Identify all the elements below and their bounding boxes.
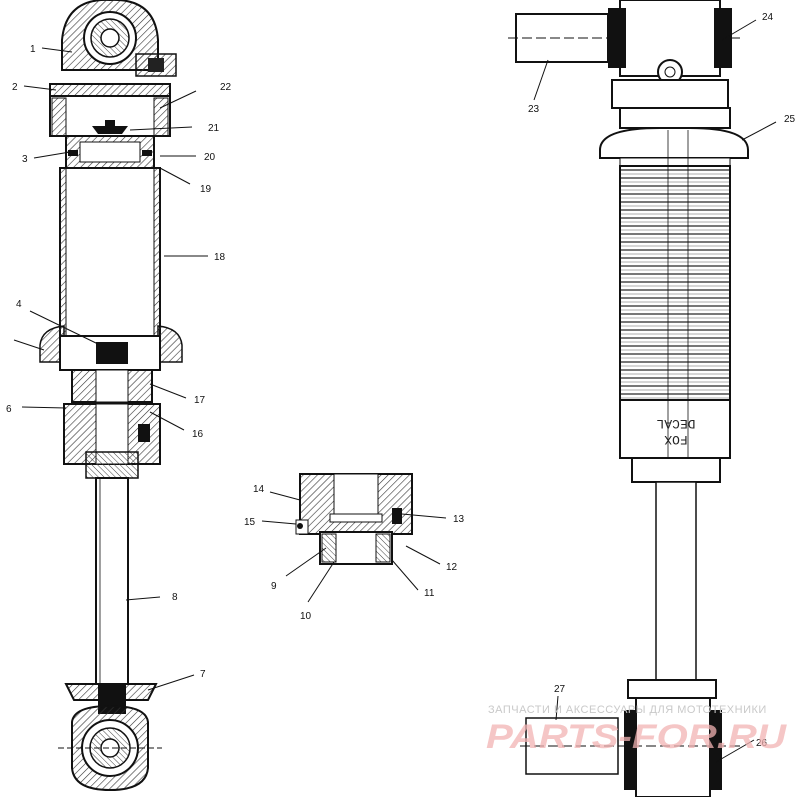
- external-shock-view: FOX DECAL: [508, 0, 749, 797]
- callout-17: 17: [194, 395, 206, 406]
- callout-12: 12: [446, 562, 458, 573]
- callout-23: 23: [528, 104, 540, 115]
- callout-8: 8: [172, 592, 178, 603]
- callout-21: 21: [208, 123, 220, 134]
- callout-22: 22: [220, 82, 232, 93]
- callout-3: 3: [22, 154, 28, 165]
- callout-15: 15: [244, 517, 256, 528]
- top-eyelet: [61, 0, 177, 77]
- callout-10: 10: [300, 611, 312, 622]
- callout-1: 1: [30, 44, 36, 55]
- decal-line-2: DECAL: [656, 416, 695, 431]
- callout-9: 9: [271, 581, 277, 592]
- spring-seat: [39, 325, 183, 403]
- bottom-eyelet: [58, 704, 162, 792]
- callout-4: 4: [16, 299, 22, 310]
- watermark: ЗАПЧАСТИ И АКСЕССУАРЫ ДЛЯ МОТОТЕХНИКИ PA…: [486, 704, 788, 756]
- callout-16: 16: [192, 429, 204, 440]
- decal-line-1: FOX: [664, 432, 688, 447]
- reservoir-cap: [49, 83, 171, 137]
- callout-20: 20: [204, 152, 216, 163]
- watermark-brand: PARTS-FOR.RU: [486, 718, 788, 756]
- callout-14: 14: [253, 484, 265, 495]
- damper-shaft: [95, 477, 129, 685]
- callout-19: 19: [200, 184, 212, 195]
- callout-2: 2: [12, 82, 18, 93]
- callout-24: 24: [762, 12, 774, 23]
- callout-26: 26: [756, 738, 768, 749]
- seal-head: [63, 403, 161, 479]
- callout-25: 25: [784, 114, 796, 125]
- floating-piston: [65, 135, 155, 169]
- seal-head-detail: [295, 473, 413, 565]
- callout-7: 7: [200, 669, 206, 680]
- callout-labels: 1 2 3 4 6 7 8 9 10 11 12 13 14 15 16 17 …: [6, 12, 796, 749]
- callout-11: 11: [424, 588, 435, 599]
- sectioned-shock: [39, 0, 183, 792]
- callout-13: 13: [453, 514, 465, 525]
- callout-27: 27: [554, 684, 566, 695]
- callout-6: 6: [6, 404, 12, 415]
- watermark-tagline: ЗАПЧАСТИ И АКСЕССУАРЫ ДЛЯ МОТОТЕХНИКИ: [488, 704, 767, 716]
- callout-18: 18: [214, 252, 226, 263]
- leader-lines: [13, 19, 777, 763]
- shock-body-tube: [59, 167, 161, 339]
- bottom-bumper: [64, 683, 158, 714]
